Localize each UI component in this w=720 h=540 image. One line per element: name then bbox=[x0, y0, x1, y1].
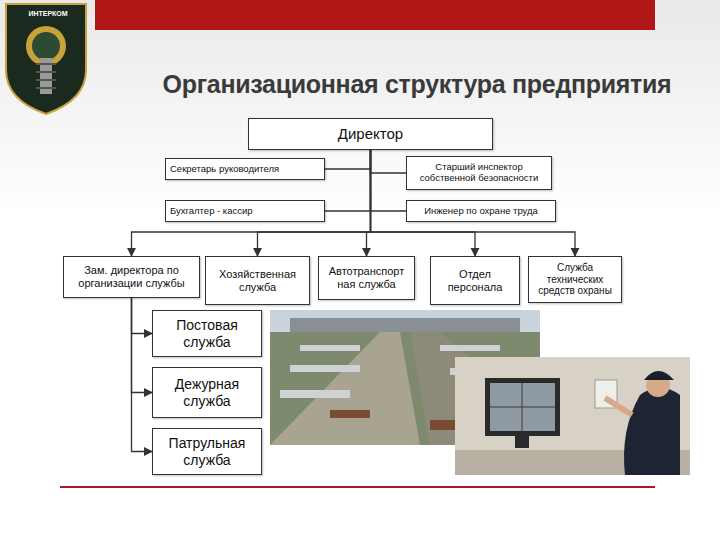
box-text: Постовая служба bbox=[157, 317, 257, 349]
header-bar bbox=[95, 0, 655, 30]
connector bbox=[325, 150, 371, 211]
org-box: Дежурная служба bbox=[152, 367, 262, 418]
box-text: Отдел персонала bbox=[435, 268, 515, 293]
connector bbox=[325, 150, 371, 169]
connector bbox=[132, 298, 153, 452]
connector bbox=[132, 298, 153, 393]
box-text: Секретарь руководителя bbox=[170, 164, 279, 175]
org-box: Патрульная служба bbox=[152, 428, 262, 475]
connector bbox=[371, 150, 407, 211]
org-box: Отдел персонала bbox=[430, 256, 520, 305]
org-box: Секретарь руководителя bbox=[165, 158, 325, 180]
box-text: Патрульная служба bbox=[157, 435, 257, 467]
connector bbox=[371, 150, 576, 256]
box-text: Зам. директора по организации службы bbox=[68, 264, 195, 289]
org-box: Инженер по охране труда bbox=[406, 200, 556, 222]
connector bbox=[371, 150, 407, 173]
org-box: Хозяйственная служба bbox=[205, 256, 310, 305]
org-box: Служба технических средств охраны bbox=[528, 256, 622, 303]
org-box: Зам. директора по организации службы bbox=[63, 256, 200, 298]
org-box: Директор bbox=[248, 118, 493, 150]
logo-text: ИНТЕРКОМ bbox=[18, 10, 78, 17]
title: Организационная структура предприятия bbox=[118, 70, 716, 99]
box-text: Инженер по охране труда bbox=[424, 206, 538, 217]
org-box: Автотранспорт ная служба bbox=[318, 256, 415, 300]
box-text: Дежурная служба bbox=[157, 376, 257, 408]
connector bbox=[132, 298, 153, 334]
box-text: Автотранспорт ная служба bbox=[323, 265, 410, 290]
footer-line bbox=[60, 486, 655, 488]
box-text: Хозяйственная служба bbox=[210, 268, 305, 293]
org-box: Бухгалтер - кассир bbox=[165, 200, 325, 222]
org-box: Старший инспектор собственной безопаснос… bbox=[406, 156, 552, 190]
box-text: Старший инспектор собственной безопаснос… bbox=[411, 162, 547, 184]
box-text: Бухгалтер - кассир bbox=[170, 206, 253, 217]
connector bbox=[132, 150, 371, 256]
box-text: Служба технических средств охраны bbox=[533, 262, 617, 297]
org-box: Постовая служба bbox=[152, 310, 262, 357]
control-room-photo bbox=[455, 357, 690, 475]
logo-shield bbox=[6, 4, 86, 114]
box-text: Директор bbox=[338, 125, 403, 142]
